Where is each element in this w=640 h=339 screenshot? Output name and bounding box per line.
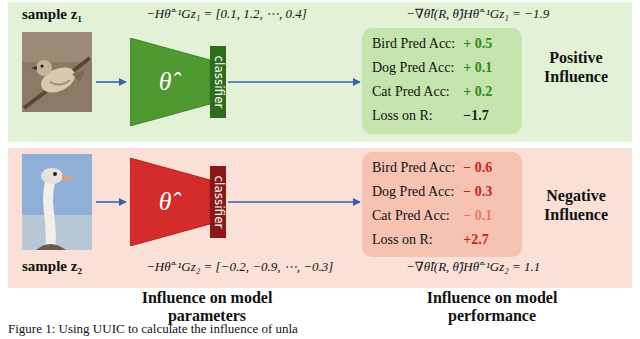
result-box: Bird Pred Acc: + 0.5Dog Pred Acc: + 0.1Cat… (362, 28, 522, 134)
result-label: Loss on R: (372, 232, 433, 248)
classifier-bar: classifier (210, 166, 226, 238)
result-value: −1.7 (463, 108, 488, 124)
formula: −∇θ̂l(R, θ̂)Hθ̂⁻¹Gz₂ = 1.1 (406, 260, 540, 275)
section-label: Influence on model performance (392, 289, 592, 324)
formula: −∇θ̂l(R, θ̂)Hθ̂⁻¹Gz₁ = −1.9 (406, 7, 549, 22)
classifier-label: classifier (211, 56, 225, 109)
result-label: Loss on R: (372, 108, 433, 124)
parameter-symbol: θ̂ (159, 67, 172, 97)
result-label: Cat Pred Acc: (372, 208, 450, 224)
result-value: − 0.6 (463, 160, 492, 176)
result-label: Dog Pred Acc: (372, 60, 454, 76)
result-value: +2.7 (463, 232, 488, 248)
panel-band: sample z₁ −Hθ̂⁻¹Gz₁ = [0.1, 1.2, ⋯, 0.4] −… (8, 2, 632, 142)
model-trapezoid: θ̂ (130, 38, 210, 126)
classifier-bar: classifier (210, 46, 226, 118)
result-label: Bird Pred Acc: (372, 160, 455, 176)
model-trapezoid: θ̂ (130, 158, 210, 246)
result-value: − 0.1 (463, 208, 492, 224)
trapezoid-fill (130, 38, 210, 126)
result-value: − 0.3 (463, 184, 492, 200)
formula: −Hθ̂⁻¹Gz₁ = [0.1, 1.2, ⋯, 0.4] (146, 7, 307, 22)
sample-label: sample z₂ (22, 258, 82, 275)
sample-label: sample z₁ (22, 6, 82, 23)
result-box: Bird Pred Acc: − 0.6Dog Pred Acc: − 0.3Cat… (362, 152, 522, 257)
trapezoid-fill (130, 158, 210, 246)
parameter-symbol: θ̂ (159, 187, 172, 217)
result-value: + 0.5 (463, 36, 492, 52)
influence-label: Positive Influence (524, 48, 628, 86)
section-label: Influence on model parameters (112, 289, 302, 324)
classifier-label: classifier (211, 176, 225, 229)
caption: Figure 1: Using UUIC to calculate the in… (8, 322, 298, 337)
result-label: Bird Pred Acc: (372, 36, 455, 52)
result-value: + 0.2 (463, 84, 492, 100)
result-label: Dog Pred Acc: (372, 184, 454, 200)
influence-label: Negative Influence (524, 186, 628, 224)
formula: −Hθ̂⁻¹Gz₂ = [−0.2, −0.9, ⋯, −0.3] (146, 260, 333, 275)
panel-band: sample z₂ −Hθ̂⁻¹Gz₂ = [−0.2, −0.9, ⋯, −0.… (8, 148, 632, 288)
result-value: + 0.1 (463, 60, 492, 76)
result-label: Cat Pred Acc: (372, 84, 450, 100)
